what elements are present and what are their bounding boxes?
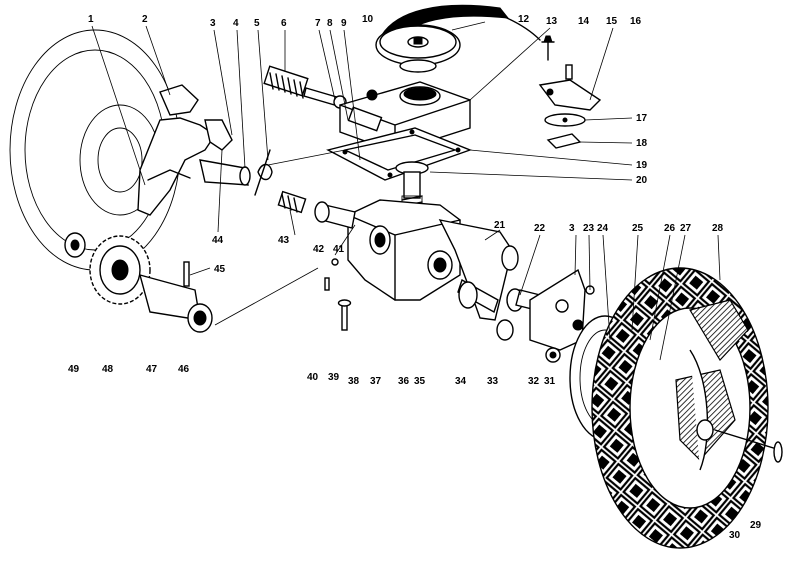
callout-3b: 3: [569, 223, 575, 234]
callout-31: 31: [544, 376, 556, 387]
callout-39: 39: [328, 372, 340, 383]
callout-32: 32: [528, 376, 540, 387]
shift-fork-assembly: [137, 84, 273, 216]
top-shaft-spring: [263, 65, 347, 109]
callout-2: 2: [142, 14, 148, 25]
callout-15: 15: [606, 16, 618, 27]
left-gear-clutch: [64, 232, 213, 333]
small-parts-top-right: [538, 35, 602, 149]
callout-43: 43: [278, 235, 290, 246]
callout-41: 41: [333, 244, 345, 255]
callout-8: 8: [327, 18, 333, 29]
callout-7: 7: [315, 18, 321, 29]
callout-3a: 3: [210, 18, 216, 29]
callout-25: 25: [632, 223, 644, 234]
leader-lines: [91, 21, 721, 361]
callout-29: 29: [750, 520, 762, 531]
callout-22: 22: [534, 223, 546, 234]
callout-21: 21: [494, 220, 506, 231]
callout-36: 36: [398, 376, 410, 387]
callout-27: 27: [680, 223, 692, 234]
callout-30: 30: [729, 530, 741, 541]
callout-13: 13: [546, 16, 558, 27]
callout-49: 49: [68, 364, 80, 375]
gearbox-cover: [339, 81, 471, 153]
callout-19: 19: [636, 160, 648, 171]
callout-33: 33: [487, 376, 499, 387]
callout-47: 47: [146, 364, 158, 375]
callout-44: 44: [212, 235, 224, 246]
callout-20: 20: [636, 175, 648, 186]
screws-and-pins: [277, 190, 352, 331]
callout-5: 5: [254, 18, 260, 29]
callout-18: 18: [636, 138, 648, 149]
callout-48: 48: [102, 364, 114, 375]
callout-9: 9: [341, 18, 347, 29]
callout-46: 46: [178, 364, 190, 375]
callout-26: 26: [664, 223, 676, 234]
callout-14: 14: [578, 16, 590, 27]
gearbox-housing: [314, 161, 461, 301]
callout-35: 35: [414, 376, 426, 387]
callout-10: 10: [362, 14, 374, 25]
callout-23: 23: [583, 223, 595, 234]
callout-24: 24: [597, 223, 609, 234]
callout-37: 37: [370, 376, 382, 387]
callout-4: 4: [233, 18, 239, 29]
callout-28: 28: [712, 223, 724, 234]
callout-42: 42: [313, 244, 325, 255]
callout-16: 16: [630, 16, 642, 27]
callout-11: 11: [446, 8, 457, 19]
callout-40: 40: [307, 372, 319, 383]
callout-6: 6: [281, 18, 287, 29]
pulley-and-belt: [375, 4, 541, 73]
callout-labels: 1 2 3 4 5 6 7 8 9 10 11 12 13 14 15 16 1…: [68, 8, 762, 541]
callout-38: 38: [348, 376, 360, 387]
axle-tube-arm: [438, 219, 561, 321]
callout-1: 1: [88, 14, 94, 25]
callout-45: 45: [214, 264, 226, 275]
right-wheel: [569, 267, 783, 549]
callout-17: 17: [636, 113, 648, 124]
callout-34: 34: [455, 376, 467, 387]
callout-12: 12: [518, 14, 530, 25]
